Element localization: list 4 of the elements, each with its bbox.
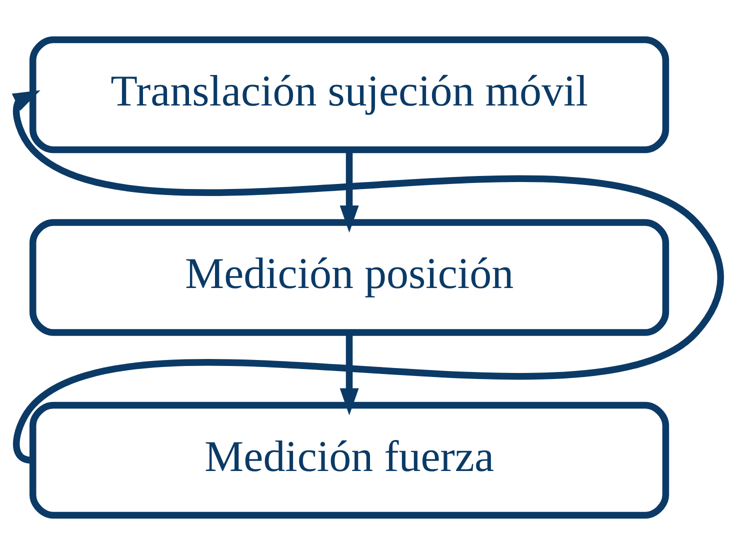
node-box: Medición posición <box>29 219 670 336</box>
node-box: Translación sujeción móvil <box>29 36 670 154</box>
arrow <box>340 332 359 416</box>
node-box: Medición fuerza <box>29 402 670 519</box>
